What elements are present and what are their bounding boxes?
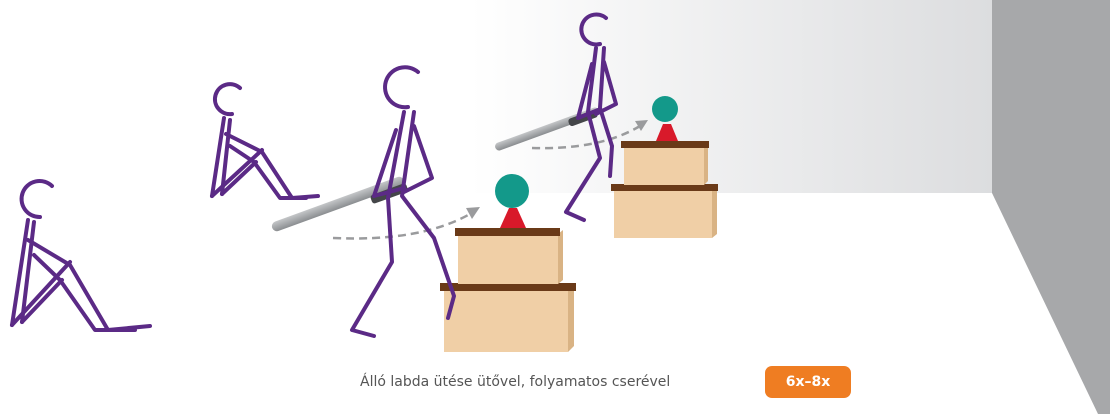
back-wall: [470, 0, 992, 193]
arrowhead-front: [466, 207, 480, 219]
repetitions-badge: 6x–8x: [765, 366, 851, 398]
batter-figure-front: [271, 67, 454, 336]
seated-figure-middle: [212, 84, 318, 198]
ball-front: [495, 174, 529, 208]
cone-front: [500, 208, 526, 228]
side-wall: [992, 0, 1110, 414]
bat-front: [271, 175, 406, 232]
seated-figure-left: [12, 181, 150, 330]
ball-back: [652, 96, 678, 122]
box-stack-front: [440, 174, 576, 352]
exercise-caption: Álló labda ütése ütővel, folyamatos cser…: [360, 374, 740, 390]
